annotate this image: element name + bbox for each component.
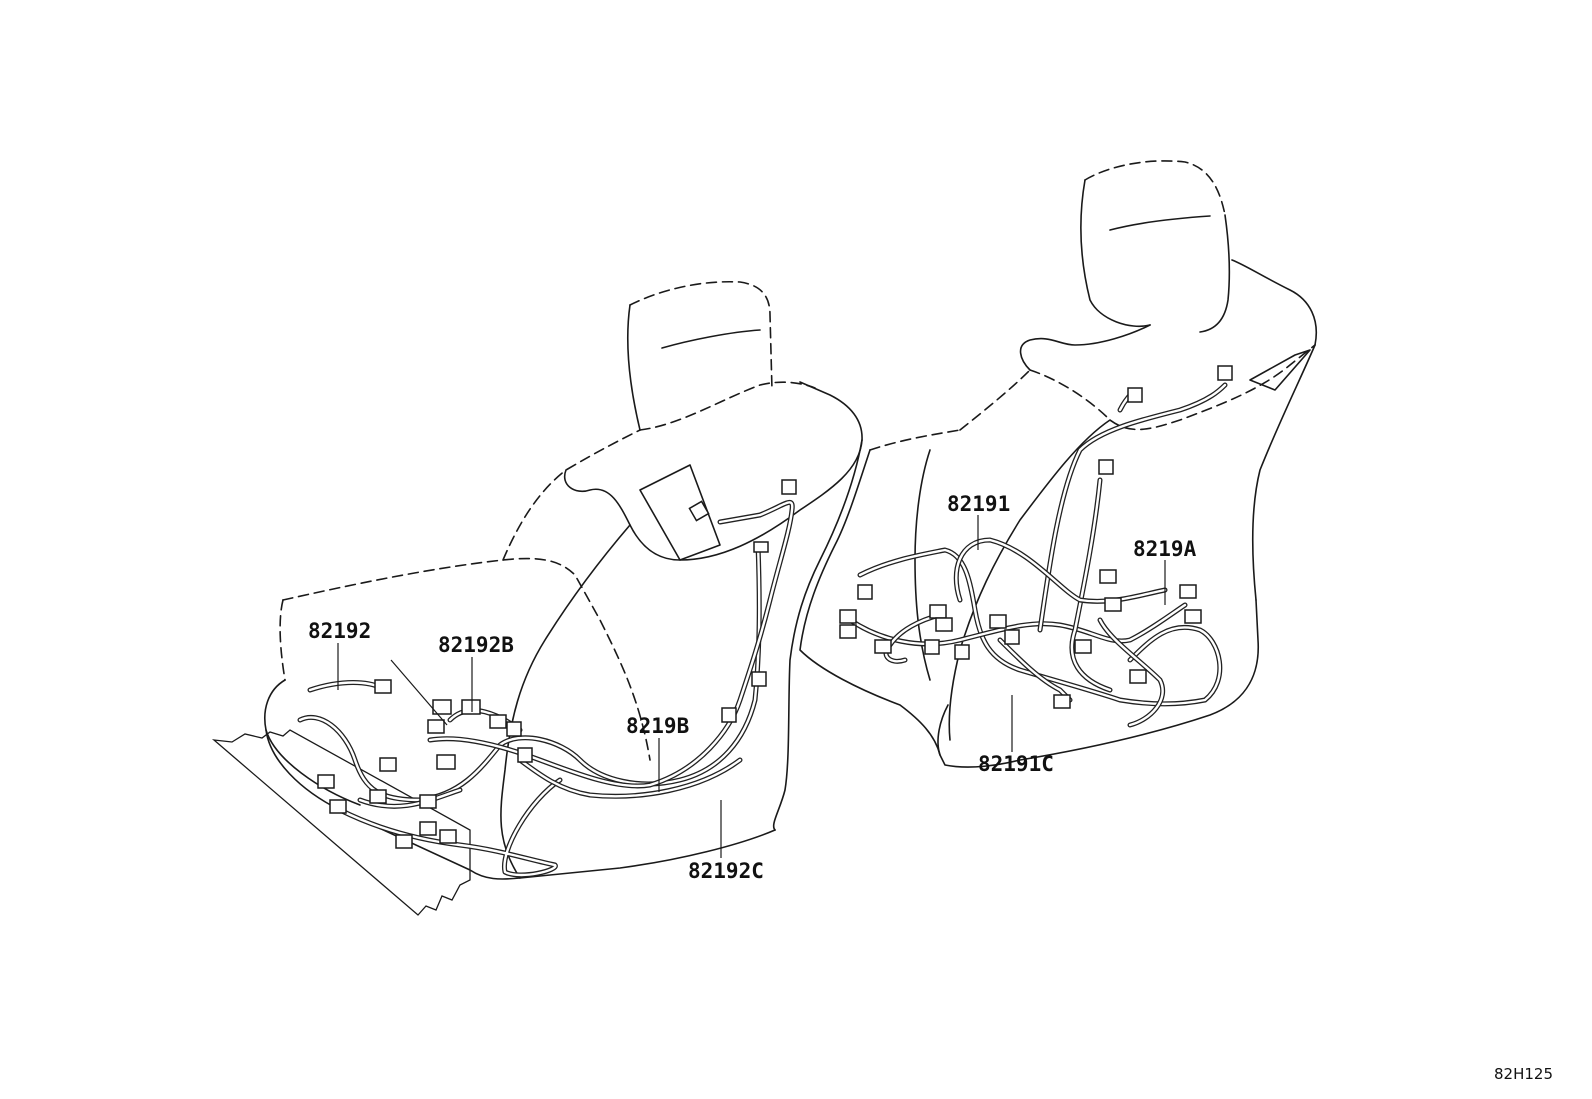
left-seat-harness (297, 479, 797, 878)
left-seat-outline (211, 280, 863, 916)
callout-8219A: 8219A (1133, 537, 1197, 561)
callout-82192: 82192 (308, 619, 371, 643)
callout-8219B: 8219B (626, 714, 689, 738)
callout-82192C: 82192C (688, 859, 764, 883)
callout-82191: 82191 (947, 492, 1010, 516)
callout-82192B: 82192B (438, 633, 514, 657)
callout-labels: 82192 82192B 8219B 82192C 82191 8219A 82… (308, 492, 1197, 883)
right-seat-outline (799, 160, 1317, 768)
callout-82191C: 82191C (978, 752, 1054, 776)
drawing-reference-number: 82H125 (1494, 1065, 1553, 1083)
leader-lines (337, 515, 1166, 858)
right-seat-harness (839, 365, 1233, 728)
